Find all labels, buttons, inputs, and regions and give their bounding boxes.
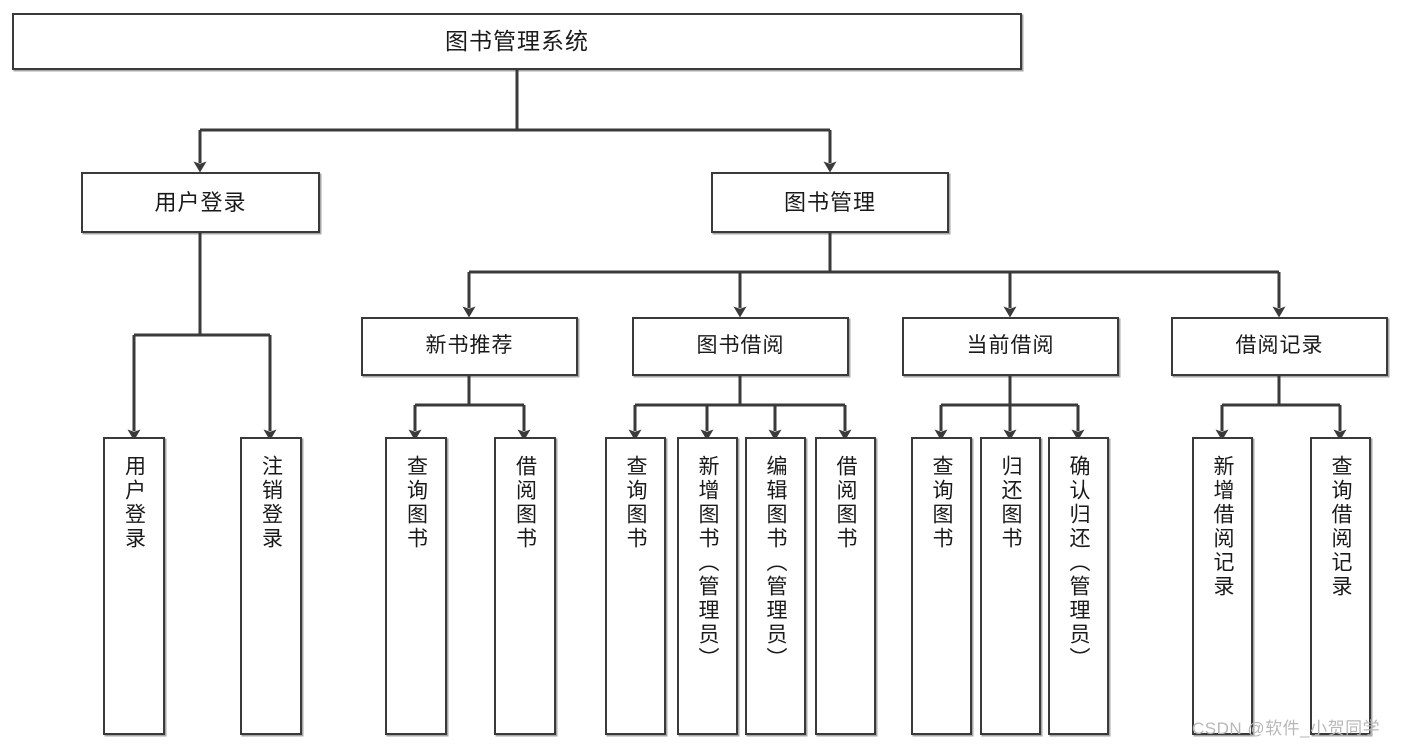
leaf-recommend-borrow-book[interactable]: 借阅图书 <box>494 437 556 735</box>
node-label: 图书管理系统 <box>445 28 589 55</box>
leaf-current-confirm-return-admin[interactable]: 确认归还（管理员） <box>1048 437 1109 735</box>
node-label: 借阅图书 <box>513 455 537 551</box>
node-label: 新增借阅记录 <box>1211 455 1234 599</box>
node-label: 确认归还（管理员） <box>1067 455 1090 671</box>
node-label: 归还图书 <box>999 455 1022 551</box>
node-label: 借阅图书 <box>834 455 857 551</box>
leaf-borrow-borrow-book[interactable]: 借阅图书 <box>815 437 876 735</box>
leaf-record-add-record[interactable]: 新增借阅记录 <box>1192 437 1253 735</box>
csdn-watermark: CSDN @软件_小贺同学 <box>1192 719 1381 738</box>
node-label: 查询图书 <box>930 455 953 551</box>
node-label: 借阅记录 <box>1235 334 1324 358</box>
node-book-borrow[interactable]: 图书借阅 <box>632 317 849 376</box>
leaf-recommend-query-book[interactable]: 查询图书 <box>385 437 447 735</box>
node-new-book-recommend[interactable]: 新书推荐 <box>361 317 578 376</box>
leaf-user-login[interactable]: 用户登录 <box>103 437 165 735</box>
node-label: 查询图书 <box>624 455 647 551</box>
node-label: 注销登录 <box>259 455 283 551</box>
node-label: 查询图书 <box>404 455 428 551</box>
node-label: 编辑图书（管理员） <box>764 455 787 671</box>
node-borrow-record[interactable]: 借阅记录 <box>1171 317 1388 376</box>
node-current-borrow[interactable]: 当前借阅 <box>902 317 1119 376</box>
node-label: 用户登录 <box>154 189 247 215</box>
node-label: 用户登录 <box>122 455 146 551</box>
leaf-borrow-query-book[interactable]: 查询图书 <box>605 437 666 735</box>
node-label: 新增图书（管理员） <box>696 455 719 671</box>
leaf-current-return-book[interactable]: 归还图书 <box>980 437 1041 735</box>
node-root-system[interactable]: 图书管理系统 <box>12 13 1022 70</box>
node-label: 当前借阅 <box>966 334 1055 358</box>
node-label: 图书管理 <box>783 189 876 215</box>
leaf-record-query-record[interactable]: 查询借阅记录 <box>1310 437 1371 735</box>
node-label: 查询借阅记录 <box>1329 455 1352 599</box>
leaf-current-query-book[interactable]: 查询图书 <box>911 437 972 735</box>
node-book-management[interactable]: 图书管理 <box>711 172 949 233</box>
node-label: 图书借阅 <box>696 334 785 358</box>
leaf-borrow-edit-book-admin[interactable]: 编辑图书（管理员） <box>745 437 806 735</box>
leaf-borrow-add-book-admin[interactable]: 新增图书（管理员） <box>677 437 738 735</box>
leaf-logout[interactable]: 注销登录 <box>240 437 302 735</box>
node-label: 新书推荐 <box>425 334 514 358</box>
node-user-login[interactable]: 用户登录 <box>81 172 320 233</box>
